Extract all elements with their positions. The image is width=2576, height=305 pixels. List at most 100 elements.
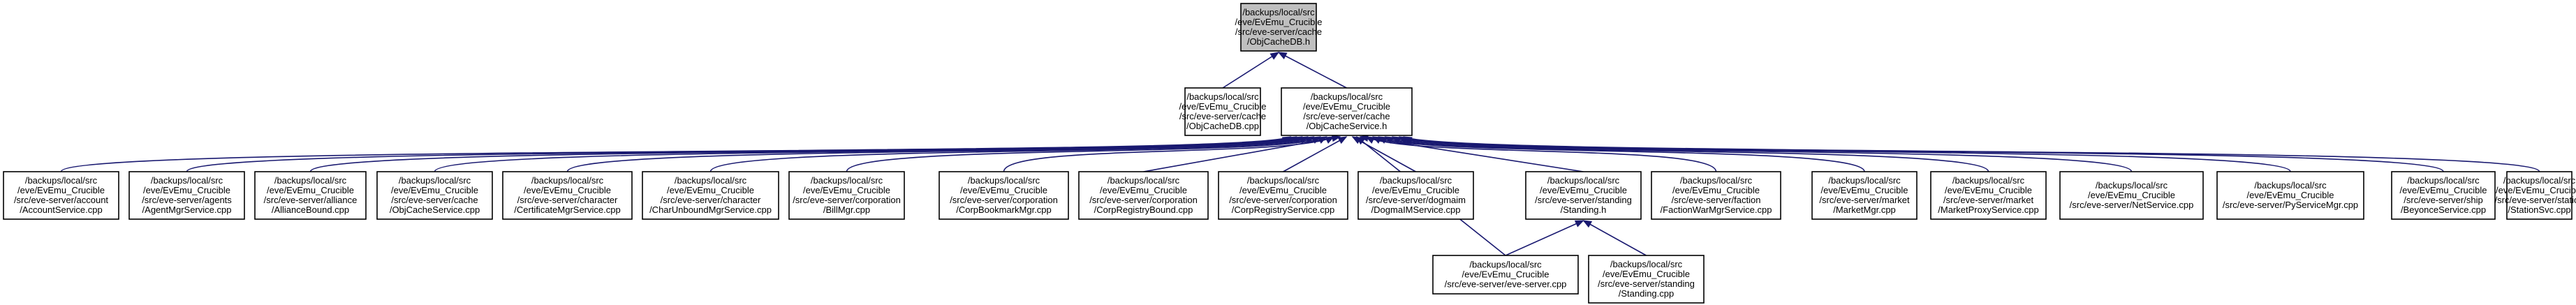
graph-node[interactable]: /backups/local/src/eve/EvEmu_Crucible/sr… <box>642 171 779 220</box>
edge-n15-to-n2 <box>1366 136 1717 172</box>
edge-n18-to-n2 <box>1385 136 2133 172</box>
edge-n1-to-n0 <box>1222 52 1279 89</box>
node-label-line: /CorpRegistryService.cpp <box>1232 204 1334 215</box>
node-label-line: /eve/EvEmu_Crucible <box>1821 185 1908 195</box>
node-label-line: /src/eve-server/standing <box>1598 278 1695 289</box>
node-label-line: /src/eve-server/corporation <box>1229 195 1337 205</box>
node-label-line: /ObjCacheDB.h <box>1247 36 1310 47</box>
node-box <box>502 171 633 220</box>
node-label-line: /eve/EvEmu_Crucible <box>1462 269 1550 280</box>
node-label-line: /eve/EvEmu_Crucible <box>2247 190 2334 200</box>
node-label-line: /eve/EvEmu_Crucible <box>1303 101 1390 112</box>
graph-node[interactable]: /backups/local/src/eve/EvEmu_Crucible/sr… <box>788 171 905 220</box>
node-label-line: /AgentMgrService.cpp <box>142 204 232 215</box>
node-label-line: /MarketMgr.cpp <box>1833 204 1896 215</box>
node-label-line: /src/eve-server/account <box>14 195 108 205</box>
node-label-line: /eve/EvEmu_Crucible <box>803 185 890 195</box>
node-label-line: /Standing.h <box>1561 204 1607 215</box>
graph-node[interactable]: /backups/local/src/eve/EvEmu_Crucible/sr… <box>1588 255 1705 304</box>
node-label-line: /backups/local/src <box>1469 260 1542 270</box>
node-label-line: /eve/EvEmu_Crucible <box>2496 185 2576 195</box>
graph-node[interactable]: /backups/local/src/eve/EvEmu_Crucible/sr… <box>2495 171 2576 220</box>
graph-node[interactable]: /backups/local/src/eve/EvEmu_Crucible/sr… <box>1651 171 1781 220</box>
node-label-line: /backups/local/src <box>811 175 883 186</box>
node-label-line: /backups/local/src <box>2503 175 2576 186</box>
node-label-line: /src/eve-server/NetService.cpp <box>2070 200 2194 210</box>
node-label-line: /src/eve-server/market <box>1943 195 2034 205</box>
node-label-line: /eve/EvEmu_Crucible <box>267 185 354 195</box>
graph-node[interactable]: /backups/local/src/eve/EvEmu_Crucible/sr… <box>128 171 245 220</box>
graph-node[interactable]: /backups/local/src/eve/EvEmu_Crucible/sr… <box>3 171 119 220</box>
node-box <box>1811 171 1918 220</box>
node-label-line: /eve/EvEmu_Crucible <box>1179 101 1267 112</box>
node-box <box>1651 171 1781 220</box>
node-label-line: /src/eve-server/corporation <box>793 195 901 205</box>
graph-node[interactable]: /backups/local/src/eve/EvEmu_Crucible/sr… <box>1525 171 1642 220</box>
node-box <box>2391 171 2496 220</box>
graph-node[interactable]: /backups/local/src/eve/EvEmu_Crucible/sr… <box>1811 171 1918 220</box>
node-label-line: /eve/EvEmu_Crucible <box>1372 185 1459 195</box>
graph-node[interactable]: /backups/local/src/eve/EvEmu_Crucible/sr… <box>1432 255 1579 295</box>
node-box <box>376 171 493 220</box>
edge-n16-to-n2 <box>1372 136 1865 172</box>
graph-node[interactable]: /backups/local/src/eve/EvEmu_Crucible/sr… <box>254 171 367 220</box>
node-label-line: /backups/local/src <box>399 175 471 186</box>
arrowhead-n2-to-n0 <box>1277 52 1288 59</box>
graph-node[interactable]: /backups/local/src/eve/EvEmu_Crucible/sr… <box>1179 87 1267 136</box>
graph-node[interactable]: /backups/local/src/eve/EvEmu_Crucible/sr… <box>376 171 493 220</box>
node-label-line: /backups/local/src <box>1952 175 2025 186</box>
node-box <box>1240 3 1317 52</box>
node-box <box>1184 87 1261 136</box>
node-label-line: /eve/EvEmu_Crucible <box>524 185 611 195</box>
node-label-line: /AccountService.cpp <box>20 204 103 215</box>
node-label-line: /backups/local/src <box>25 175 98 186</box>
node-label-line: /src/eve-server/cache <box>1235 27 1322 37</box>
node-label-line: /FactionWarMgrService.cpp <box>1661 204 1772 215</box>
graph-node[interactable]: /backups/local/src/eve/EvEmu_Crucible/sr… <box>1078 171 1209 220</box>
graph-node[interactable]: /backups/local/src/eve/EvEmu_Crucible/sr… <box>2216 171 2364 220</box>
edge-n6-to-n2 <box>434 136 1309 172</box>
node-label-line: /eve/EvEmu_Crucible <box>1945 185 2032 195</box>
node-label-line: /src/eve-server/corporation <box>1089 195 1198 205</box>
node-label-line: /ObjCacheDB.cpp <box>1186 121 1259 131</box>
node-box <box>1588 255 1705 304</box>
graph-node[interactable]: /backups/local/src/eve/EvEmu_Crucible/sr… <box>1930 171 2047 220</box>
node-box <box>254 171 367 220</box>
node-box <box>1218 171 1348 220</box>
node-label-line: /backups/local/src <box>1680 175 1753 186</box>
graph-node[interactable]: /backups/local/src/eve/EvEmu_Crucible/sr… <box>1357 171 1474 220</box>
node-label-line: /eve/EvEmu_Crucible <box>1239 185 1327 195</box>
node-box <box>3 171 119 220</box>
node-label-line: /eve/EvEmu_Crucible <box>2088 190 2175 200</box>
node-label-line: /CorpRegistryBound.cpp <box>1094 204 1193 215</box>
edge-n23-to-n14 <box>1583 220 1647 256</box>
node-label-line: /src/eve-server/cache <box>1303 111 1390 121</box>
node-box <box>788 171 905 220</box>
arrowhead-n16-to-n2 <box>1371 136 1382 144</box>
edge-n8-to-n2 <box>709 136 1321 172</box>
node-label-line: /ObjCacheService.cpp <box>390 204 480 215</box>
node-box <box>642 171 779 220</box>
node-label-line: /src/eve-server/alliance <box>264 195 358 205</box>
node-label-line: /backups/local/src <box>1311 91 1383 102</box>
arrowhead-n22-to-n14 <box>1574 220 1584 228</box>
node-label-line: /DogmaIMService.cpp <box>1371 204 1461 215</box>
node-label-line: /backups/local/src <box>1247 175 1320 186</box>
graph-node[interactable]: /backups/local/src/eve/EvEmu_Crucible/sr… <box>2059 171 2204 220</box>
edge-n17-to-n2 <box>1378 136 1989 172</box>
arrowhead-n18-to-n2 <box>1384 136 1394 144</box>
edge-n9-to-n2 <box>846 136 1327 172</box>
node-label-line: /eve/EvEmu_Crucible <box>2400 185 2487 195</box>
graph-node[interactable]: /backups/local/src/eve/EvEmu_Crucible/sr… <box>1281 87 1413 136</box>
edge-n4-to-n2 <box>186 136 1297 172</box>
node-label-line: /eve/EvEmu_Crucible <box>143 185 230 195</box>
node-label-line: /src/eve-server/station <box>2495 195 2576 205</box>
edge-n21-to-n2 <box>1403 136 2540 172</box>
graph-node[interactable]: /backups/local/src/eve/EvEmu_Crucible/sr… <box>2391 171 2496 220</box>
graph-node[interactable]: /backups/local/src/eve/EvEmu_Crucible/sr… <box>939 171 1069 220</box>
edge-n12-to-n2 <box>1283 136 1347 172</box>
node-box <box>128 171 245 220</box>
edge-n5-to-n2 <box>309 136 1302 172</box>
graph-node[interactable]: /backups/local/src/eve/EvEmu_Crucible/sr… <box>1218 171 1348 220</box>
graph-node[interactable]: /backups/local/src/eve/EvEmu_Crucible/sr… <box>502 171 633 220</box>
